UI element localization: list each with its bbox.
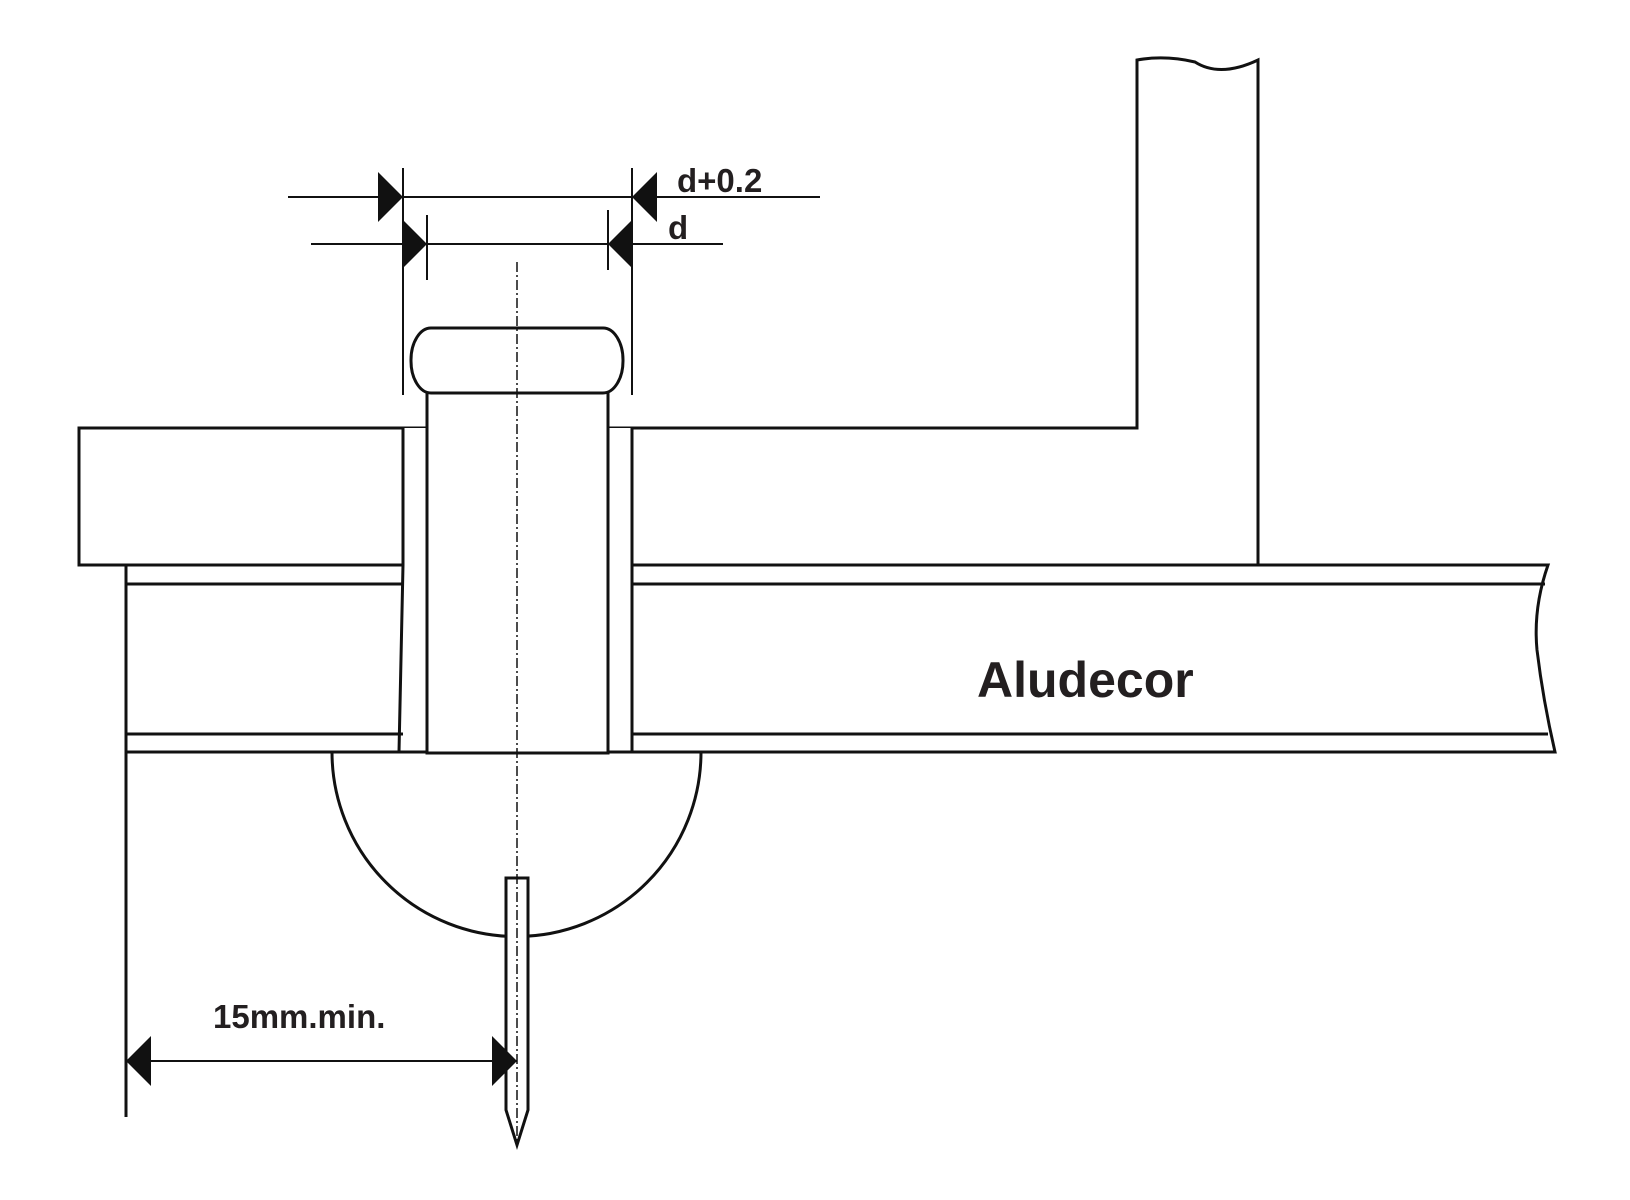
dim-edge-arrow-left [126,1036,151,1086]
material-label: Aludecor [977,652,1194,708]
aludecor-panel-outline [124,563,1557,754]
dim-hole-arrow-left [378,172,403,222]
dim-rivet-arrow-left [402,219,427,269]
dim-edge-label: 15mm.min. [213,998,385,1035]
hole-wall-left [397,428,405,753]
dim-rivet-label: d [668,209,688,246]
dim-rivet-arrow-right [608,219,633,269]
dim-hole-label: d+0.2 [677,162,762,199]
upper-profile [77,56,1260,567]
dim-edge-arrow-right [492,1036,517,1086]
dim-hole-arrow-right [632,172,657,222]
